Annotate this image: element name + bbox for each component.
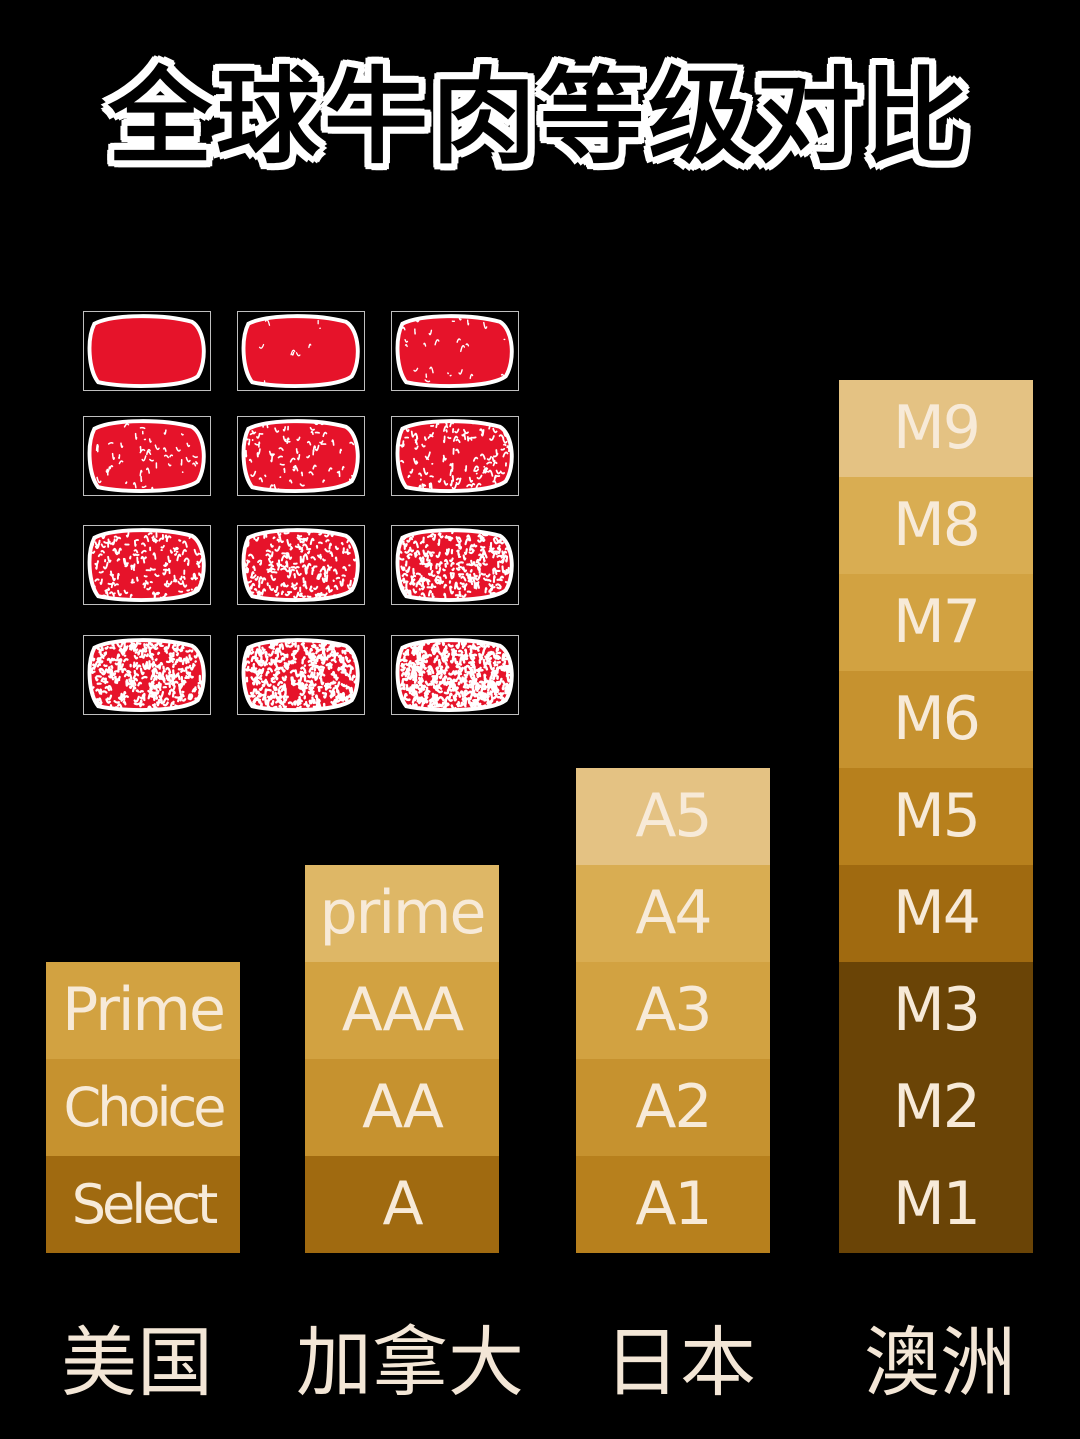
grade-cell: Prime <box>46 962 240 1059</box>
country-label: 日本 <box>604 1318 756 1407</box>
marbling-sample-10 <box>83 635 211 715</box>
grade-cell: A1 <box>576 1156 770 1253</box>
marbling-sample-9 <box>391 525 519 605</box>
grade-cell: M7 <box>839 574 1033 671</box>
marbling-sample-4 <box>83 416 211 496</box>
country-label: 加拿大 <box>296 1318 524 1407</box>
grade-cell: AAA <box>305 962 499 1059</box>
grade-cell: M2 <box>839 1059 1033 1156</box>
marbling-sample-6 <box>391 416 519 496</box>
marbling-sample-2 <box>237 311 365 391</box>
grade-cell: A5 <box>576 768 770 865</box>
grade-cell: Select <box>46 1156 240 1253</box>
grade-cell: Choice <box>46 1059 240 1156</box>
grade-cell: M6 <box>839 671 1033 768</box>
grade-cell: M4 <box>839 865 1033 962</box>
grade-cell: M8 <box>839 477 1033 574</box>
marbling-sample-11 <box>237 635 365 715</box>
grade-cell: M5 <box>839 768 1033 865</box>
marbling-sample-1 <box>83 311 211 391</box>
grade-cell: A3 <box>576 962 770 1059</box>
grade-cell: A4 <box>576 865 770 962</box>
country-label: 澳洲 <box>864 1318 1016 1407</box>
country-label: 美国 <box>61 1318 213 1407</box>
grade-cell: AA <box>305 1059 499 1156</box>
marbling-sample-3 <box>391 311 519 391</box>
grade-cell: A2 <box>576 1059 770 1156</box>
grade-cell: A <box>305 1156 499 1253</box>
grade-cell: prime <box>305 865 499 962</box>
marbling-sample-7 <box>83 525 211 605</box>
marbling-sample-8 <box>237 525 365 605</box>
page-title: 全球牛肉等级对比 <box>107 56 972 178</box>
marbling-sample-12 <box>391 635 519 715</box>
grade-cell: M9 <box>839 380 1033 477</box>
grade-cell: M3 <box>839 962 1033 1059</box>
marbling-sample-5 <box>237 416 365 496</box>
grade-cell: M1 <box>839 1156 1033 1253</box>
